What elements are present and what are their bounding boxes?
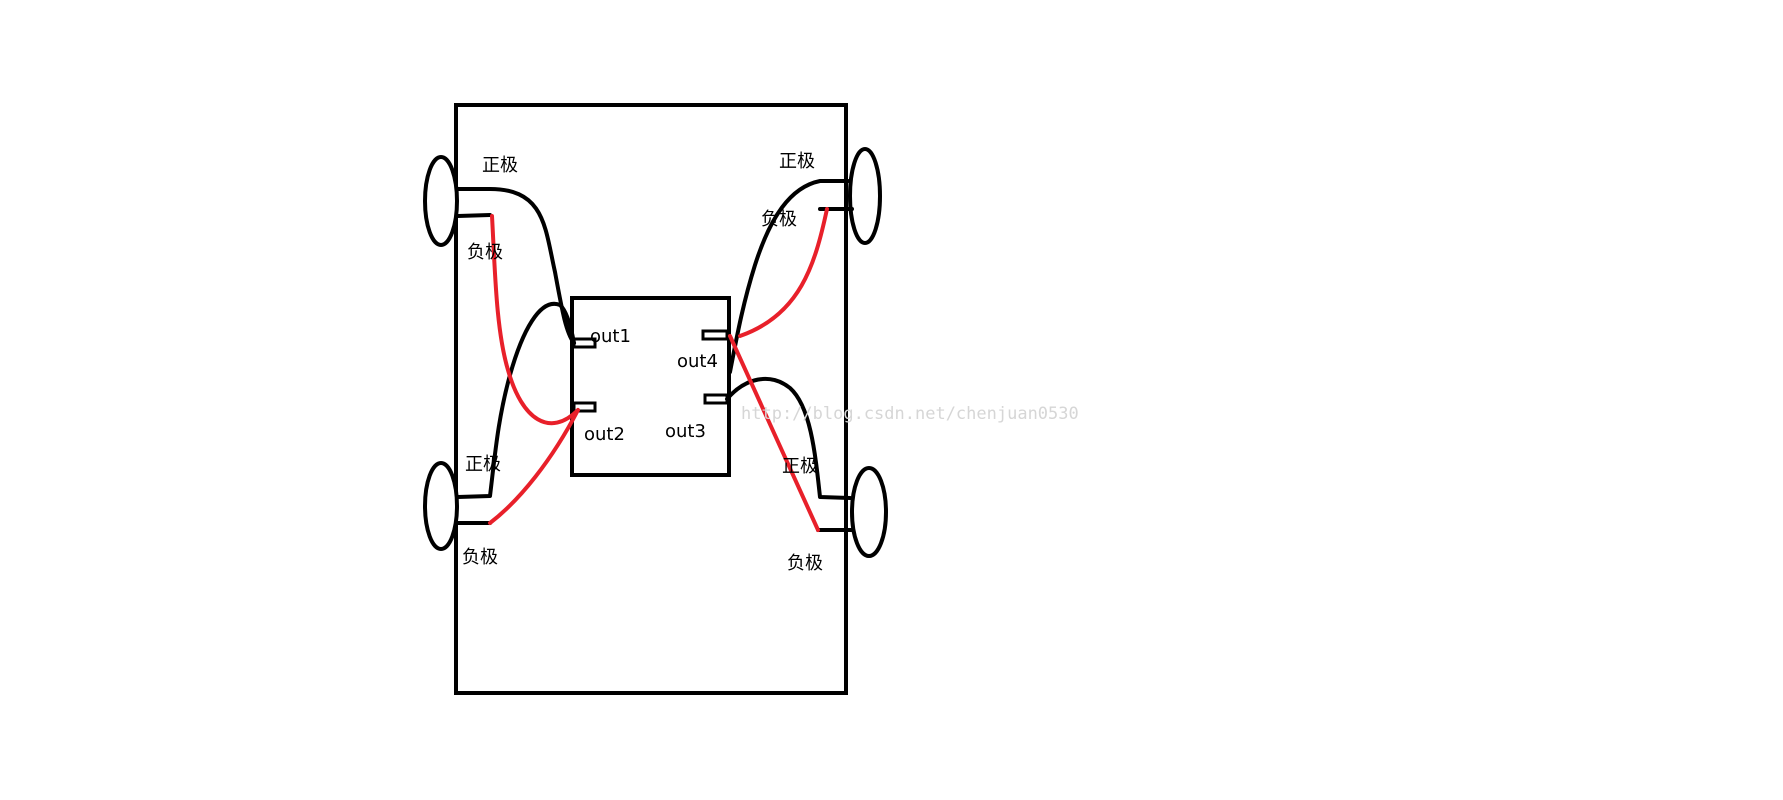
label-out1: out1 [590, 326, 631, 347]
wheel-rear-left [423, 461, 459, 551]
label-rear-right-negative: 负极 [787, 553, 823, 574]
label-front-right-negative: 负极 [761, 209, 797, 230]
pin-out4 [701, 329, 729, 341]
wire-front-right-negative [738, 207, 829, 338]
wire-rear-right-positive [725, 377, 852, 500]
label-front-right-positive: 正极 [779, 151, 815, 172]
label-front-left-positive: 正极 [482, 155, 518, 176]
label-front-left-negative: 负极 [467, 242, 503, 263]
wire-front-left-positive [456, 187, 576, 345]
label-out3: out3 [665, 421, 706, 442]
motor-driver-module [570, 296, 731, 477]
label-rear-left-positive: 正极 [465, 454, 501, 475]
wire-rear-right-negative [728, 334, 820, 532]
label-out4: out4 [677, 351, 718, 372]
wire-rear-left-negative [488, 408, 580, 525]
wire-front-right-positive [728, 179, 850, 374]
label-rear-left-negative: 负极 [462, 547, 498, 568]
wire-front-left-negative-stub [456, 213, 492, 218]
pin-out3 [703, 393, 729, 405]
label-out2: out2 [584, 424, 625, 445]
pin-out2 [572, 401, 597, 413]
wire-front-left-negative [490, 214, 580, 426]
label-rear-right-positive: 正极 [782, 456, 818, 477]
watermark: http://blog.csdn.net/chenjuan0530 [741, 404, 1079, 424]
wheel-front-left [423, 155, 459, 247]
wheel-rear-right [850, 466, 888, 558]
car-chassis [454, 103, 848, 695]
wheel-front-right [848, 147, 882, 245]
wire-rear-left-positive [456, 301, 576, 499]
